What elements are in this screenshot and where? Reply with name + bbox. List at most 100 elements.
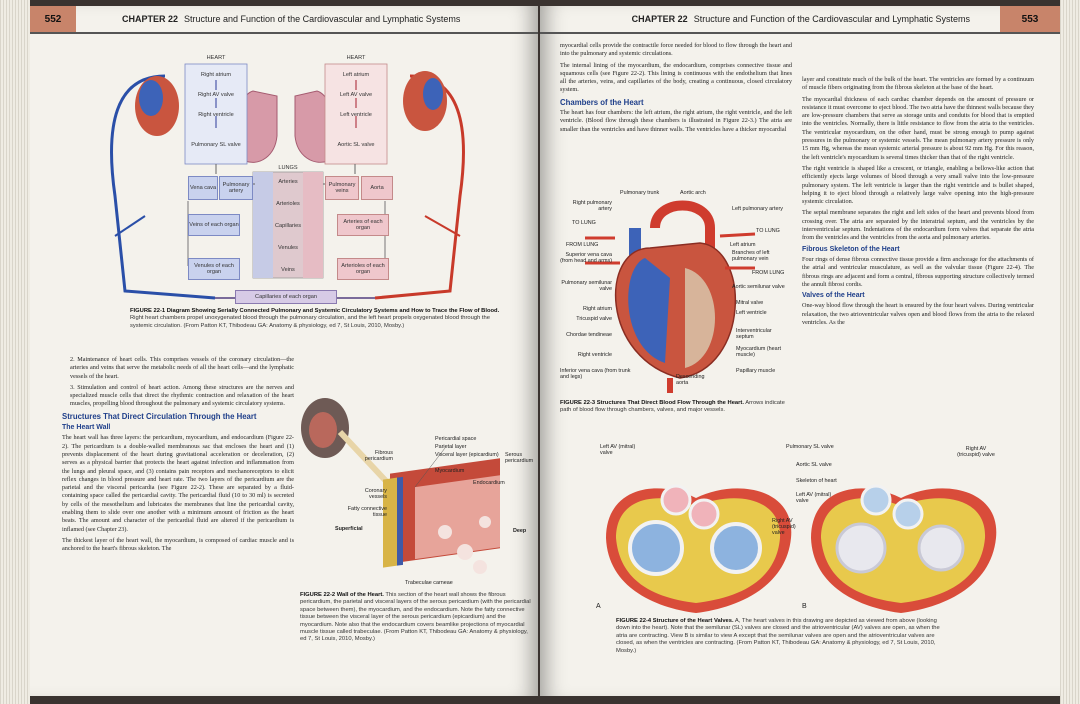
figure-22-1-title: Diagram Showing Serially Connected Pulmo…: [166, 308, 500, 314]
figure-22-1-text: Right heart chambers propel unoxygenated…: [130, 315, 490, 329]
pulmonary-semilunar-valve-label: Pulmonary semilunar valve: [561, 280, 612, 293]
right-atrium-box: Right atrium: [200, 71, 232, 78]
right-column-2-text: layer and constitute much of the bulk of…: [802, 76, 1034, 330]
figure-22-2-text: This section of the heart wall shows the…: [300, 592, 531, 643]
pulmonary-artery-box: Pulmonary artery: [219, 176, 253, 200]
visceral-layer-label: Visceral layer (epicardium): [435, 452, 499, 458]
chambers-paragraph: The heart has four chambers: the left at…: [560, 109, 792, 133]
parietal-layer-label: Parietal layer: [435, 444, 467, 450]
heart-wall-paragraph: The heart wall has three layers: the per…: [62, 434, 294, 533]
deep-label: Deep: [513, 528, 527, 534]
valves-paragraph: One-way blood flow through the heart is …: [802, 302, 1034, 327]
figure-22-3: Pulmonary trunk Aortic arch Right pulmon…: [560, 188, 790, 398]
endocardium-paragraph: The internal lining of the myocardium, t…: [560, 61, 792, 94]
heart-label-left: HEART: [346, 54, 366, 61]
myocardial-thickness-paragraph: The myocardial thickness of each cardiac…: [802, 95, 1034, 161]
page-edges-left: [0, 0, 30, 704]
fibrous-pericardium-label: Fibrous pericardium: [364, 450, 393, 463]
serous-pericardium-label: Serous pericardium: [505, 452, 534, 465]
circulation-diagram-graphics: [110, 63, 465, 300]
list-item-2: 2. Maintenance of heart cells. This comp…: [70, 356, 294, 380]
left-pulmonary-vein-label: Branches of left pulmonary vein: [732, 250, 770, 263]
heart-label-right: HEART: [206, 54, 226, 61]
right-ventricle-box: Right ventricle: [198, 111, 234, 118]
figure-22-4-label: FIGURE 22-4: [616, 618, 652, 624]
figure-22-3-caption: FIGURE 22-3 Structures That Direct Blood…: [560, 400, 792, 415]
endocardium-label: Endocardium: [473, 480, 505, 486]
pulmonary-sl-valve-label: Pulmonary SL valve: [786, 444, 834, 450]
myocardial-cells-paragraph: myocardial cells provide the contractile…: [560, 42, 792, 58]
right-av-tricuspid-label-a: Right AV (tricuspid) valve: [772, 518, 796, 537]
aortic-sl-valve-label: Aortic SL valve: [796, 462, 832, 468]
tricuspid-valve-label: Tricuspid valve: [576, 316, 612, 322]
left-av-mitral-label-b: Left AV (mitral) valve: [796, 492, 832, 505]
left-atrium-box: Left atrium: [342, 71, 370, 78]
page-number-left: 552: [30, 6, 76, 32]
left-page: 552 CHAPTER 22 Structure and Function of…: [30, 6, 538, 696]
chapter-title-right: Structure and Function of the Cardiovasc…: [693, 14, 970, 24]
figure-22-4-title: Structure of the Heart Valves.: [652, 618, 734, 624]
fibrous-skeleton-heading: Fibrous Skeleton of the Heart: [802, 245, 900, 253]
chapter-label-left: CHAPTER 22: [122, 14, 179, 24]
running-head-right: CHAPTER 22 Structure and Function of the…: [540, 6, 1060, 34]
figure-22-2: Pericardial space Parietal layer Viscera…: [295, 392, 535, 592]
heart-valves-illustration: [606, 484, 997, 613]
figure-22-4-text: A, The heart valves in this drawing are …: [616, 618, 940, 654]
capillaries-of-each-organ-box: Capillaries of each organ: [235, 290, 337, 304]
veins-of-each-organ-box: Veins of each organ: [188, 214, 240, 236]
from-lung-left-label: FROM LUNG: [566, 242, 599, 248]
figure-22-2-title: Wall of the Heart.: [336, 592, 384, 598]
chambers-heading: Chambers of the Heart: [560, 97, 644, 107]
subheading-heart-wall: The Heart Wall: [62, 424, 111, 432]
figure-22-4-caption: FIGURE 22-4 Structure of the Heart Valve…: [616, 618, 946, 655]
figure-22-2-label: FIGURE 22-2: [300, 592, 336, 598]
pulmonary-veins-box: Pulmonary veins: [325, 176, 359, 200]
fibrous-skeleton-paragraph: Four rings of dense fibrous connective t…: [802, 255, 1034, 288]
aortic-semilunar-valve-label: Aortic semilunar valve: [732, 284, 785, 290]
aortic-sl-valve-box: Aortic SL valve: [337, 141, 375, 148]
superficial-label: Superficial: [335, 526, 363, 532]
right-atrium-label: Right atrium: [582, 306, 612, 312]
list-item-3: 3. Stimulation and control of heart acti…: [70, 383, 294, 408]
septal-membrane-paragraph: The septal membrane separates the right …: [802, 209, 1034, 242]
figure-22-4: A B Left AV (mitral) valve Pulmonary SL …: [596, 438, 1016, 618]
left-atrium-label: Left atrium: [730, 242, 756, 248]
fatty-tissue-label: Fatty connective tissue: [347, 506, 387, 519]
right-av-valve-box: Right AV valve: [198, 91, 234, 98]
trabeculae-carneae-label: Trabeculae carneae: [405, 580, 453, 586]
view-a-label: A: [596, 603, 601, 610]
figure-22-1: HEART HEART Right atrium Right AV valve …: [85, 36, 485, 304]
chapter-label-right: CHAPTER 22: [631, 14, 688, 24]
lung-capillaries: Capillaries: [274, 222, 302, 229]
descending-aorta-label: Descending aorta: [676, 374, 705, 387]
to-lung-right-label: TO LUNG: [756, 228, 780, 234]
right-av-tricuspid-label-b: Right AV (tricuspid) valve: [957, 446, 995, 459]
figure-22-1-caption: FIGURE 22-1 Diagram Showing Serially Con…: [130, 308, 505, 330]
left-pulmonary-artery-label: Left pulmonary artery: [732, 206, 783, 212]
right-column-1-top-text: myocardial cells provide the contractile…: [560, 42, 792, 137]
left-ventricle-box: Left ventricle: [340, 111, 372, 118]
pulmonary-trunk-label: Pulmonary trunk: [620, 190, 660, 196]
lung-venules: Venules: [278, 244, 298, 251]
myocardium-label: Myocardium: [435, 468, 465, 474]
right-ventricle-shape-paragraph: The right ventricle is shaped like a cre…: [802, 164, 1034, 206]
pericardial-space-label: Pericardial space: [435, 436, 477, 442]
running-head-left: 552 CHAPTER 22 Structure and Function of…: [30, 6, 538, 34]
superior-vena-cava-label: Superior vena cava (from head and arms): [560, 252, 612, 265]
pulmonary-sl-valve-box: Pulmonary SL valve: [191, 141, 241, 148]
valves-heading: Valves of the Heart: [802, 292, 865, 300]
right-ventricle-label: Right ventricle: [577, 352, 612, 358]
venules-of-each-organ-box: Venules of each organ: [188, 258, 240, 280]
vena-cava-box: Vena cava: [188, 176, 218, 200]
inferior-vena-cava-label: Inferior vena cava (from trunk and legs): [560, 368, 631, 381]
from-lung-right-label: FROM LUNG: [752, 270, 785, 276]
heart-wall-illustration: [301, 398, 500, 574]
to-lung-left-label: TO LUNG: [572, 220, 596, 226]
arteries-of-each-organ-box: Arteries of each organ: [337, 214, 389, 236]
page-edges-right: [1060, 0, 1080, 704]
view-b-label: B: [802, 603, 807, 610]
lung-arteries: Arteries: [278, 178, 298, 185]
myocardium-paragraph: The thickest layer of the heart wall, th…: [62, 536, 294, 553]
figure-22-3-text: Arrows indicate path of blood flow throu…: [560, 400, 785, 414]
